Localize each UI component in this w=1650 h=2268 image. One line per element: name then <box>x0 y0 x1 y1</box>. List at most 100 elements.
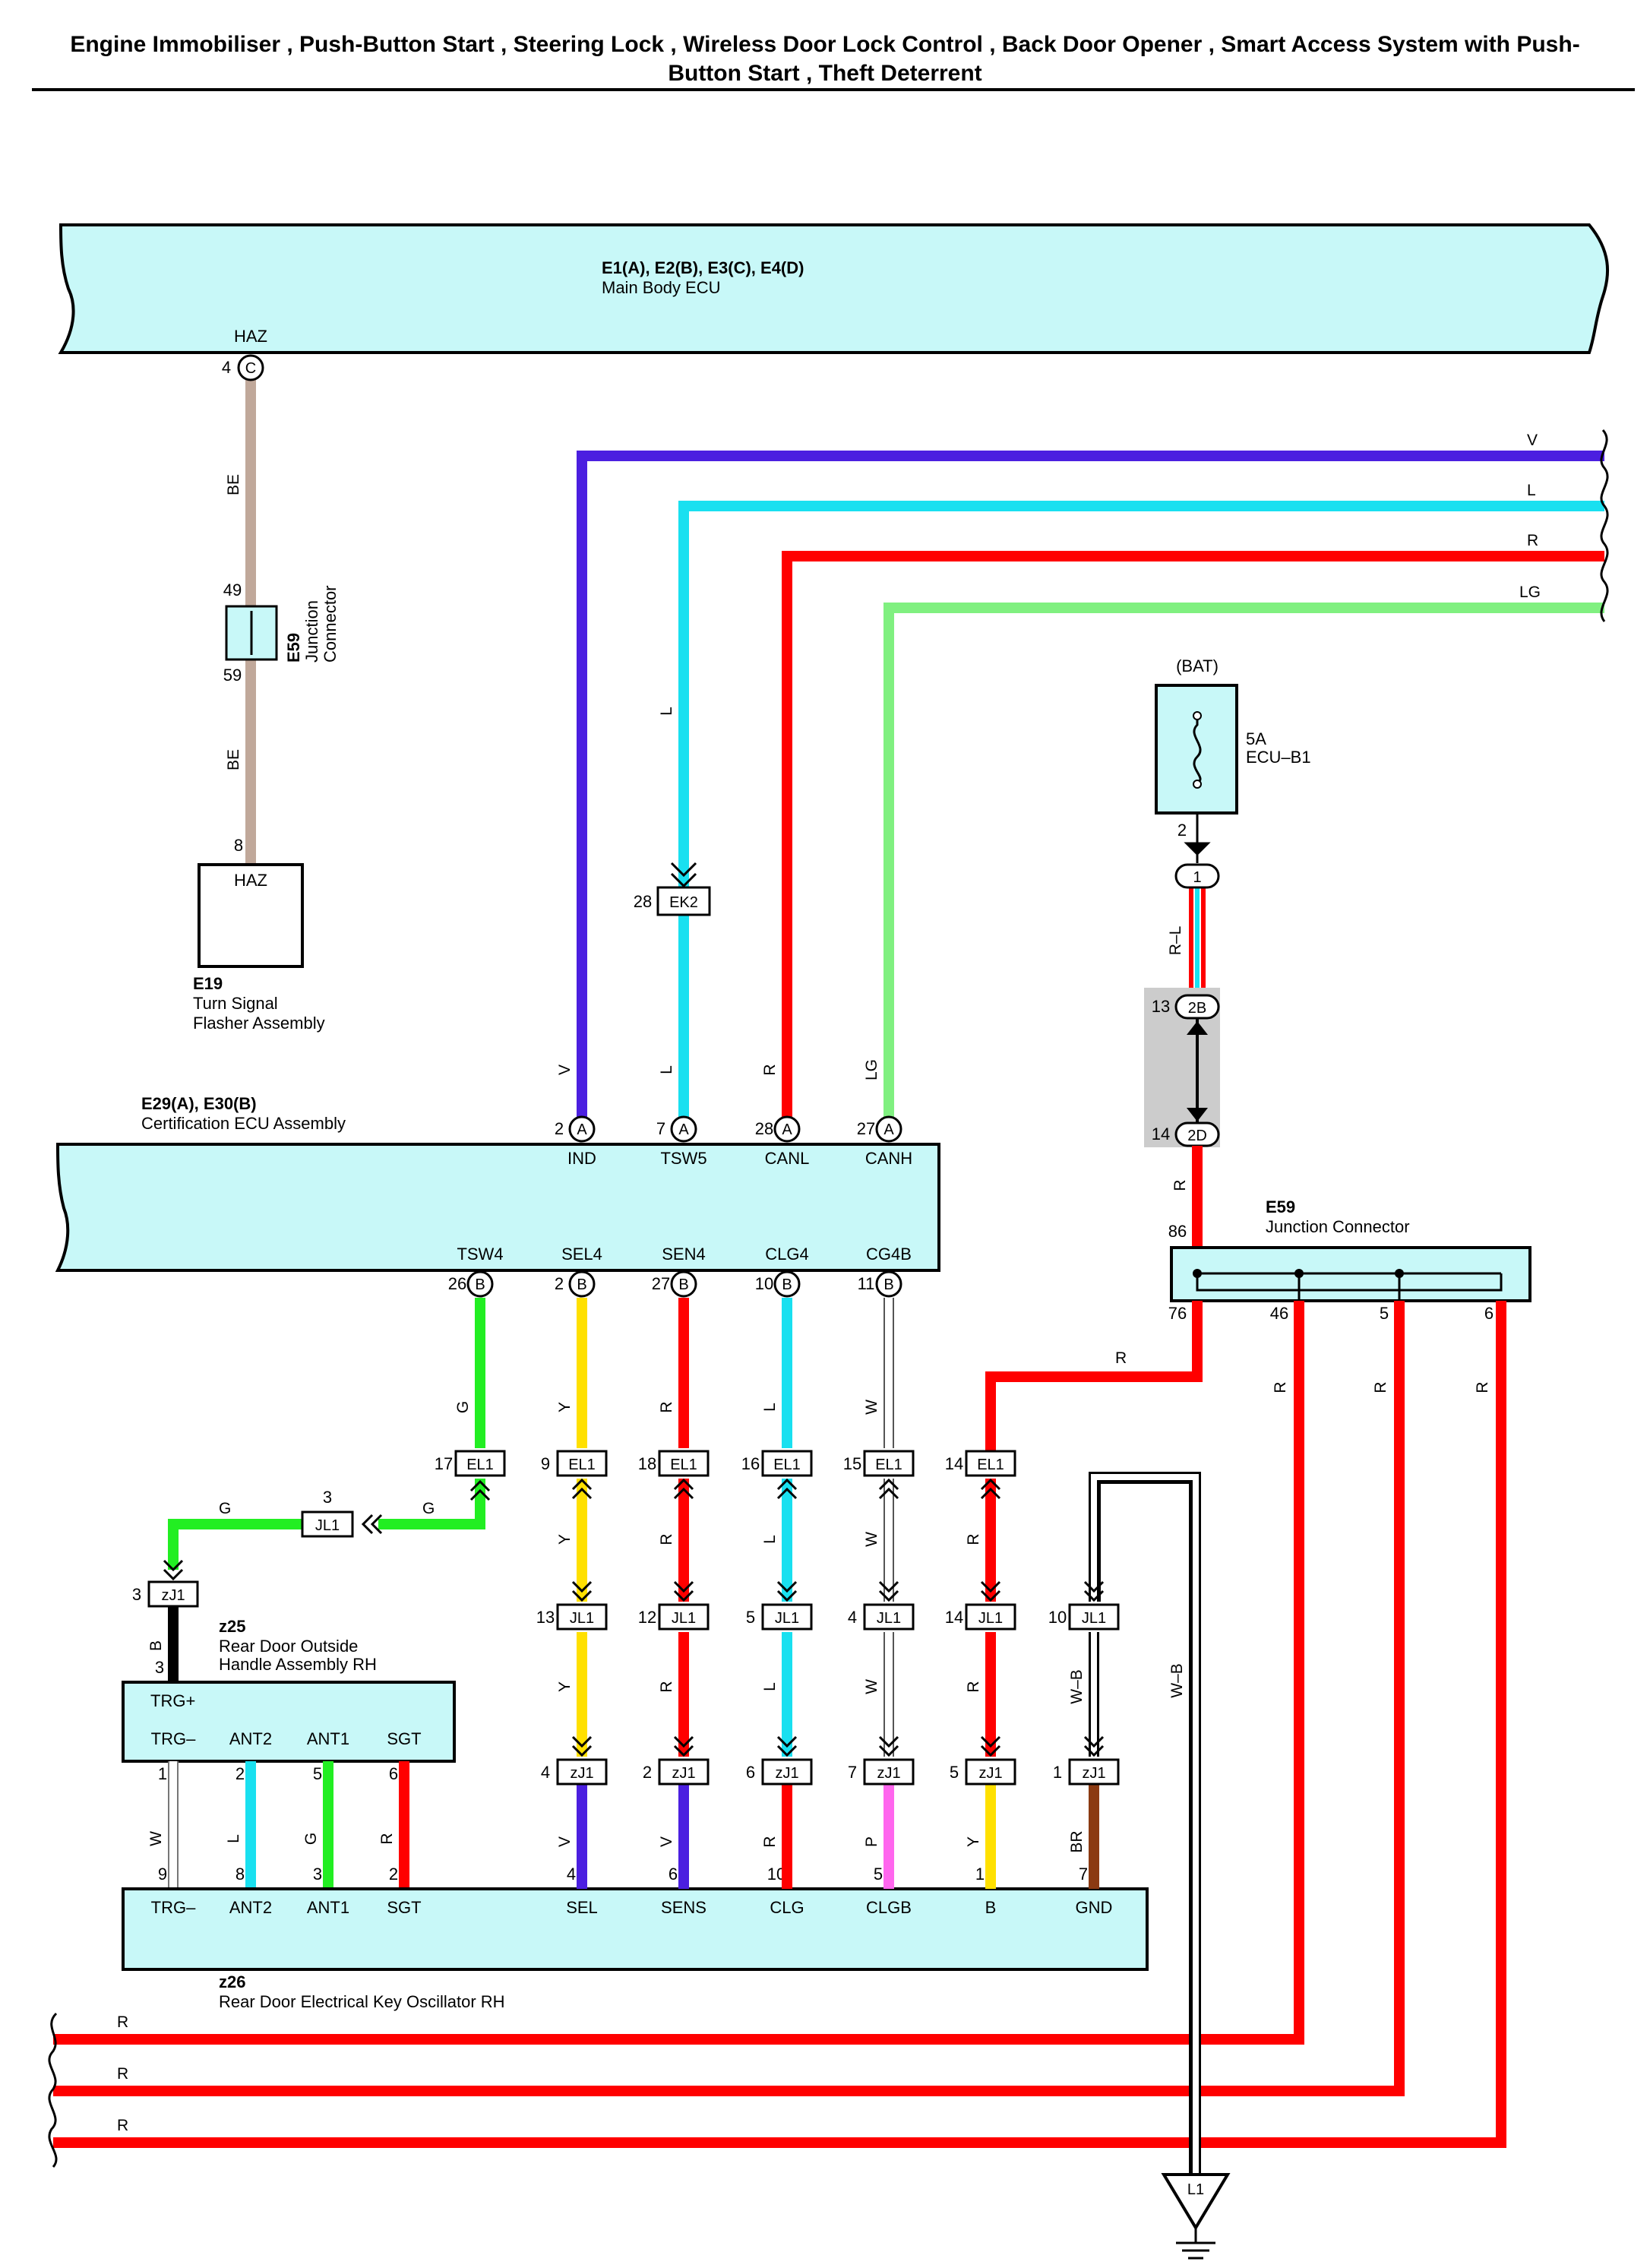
zj1-connector-label: zJ1 <box>570 1765 593 1782</box>
zj1-3-pin: 3 <box>132 1585 141 1604</box>
cert-ecu-top-pin-label: TSW5 <box>660 1149 706 1168</box>
wire-label-el1-jl1: Y <box>556 1534 574 1545</box>
ek2-chevron <box>670 862 697 888</box>
cert-ecu-bottom-pin-num: 2 <box>555 1274 564 1293</box>
jl1-connector-pin: 5 <box>746 1608 755 1627</box>
jl1-g-pin: 3 <box>323 1488 332 1507</box>
wire-label-zj1-z26: P <box>863 1836 880 1847</box>
chevron-up-icon <box>776 1478 798 1500</box>
z26-pin-label: SENS <box>661 1898 706 1917</box>
e59-junction-pin-46: 46 <box>1270 1304 1288 1323</box>
zj1-connector <box>761 1758 813 1786</box>
wire-label-v-cert: V <box>556 1064 574 1075</box>
jl1-connector-label: JL1 <box>672 1610 696 1627</box>
zj1-connector-label: zJ1 <box>877 1765 900 1782</box>
junction-block-arrow-up <box>1187 1021 1208 1035</box>
cert-ecu-bottom-pin-label: CLG4 <box>765 1245 808 1264</box>
main-body-ecu-pin-num: 4 <box>222 358 231 377</box>
wire-label-r-bus-1: R <box>117 2013 128 2031</box>
main-body-ecu-pin-4 <box>237 354 264 381</box>
zj1-connector <box>556 1758 608 1786</box>
wire-label-l-vertical: L <box>658 707 675 716</box>
chevron-down-icon <box>571 1735 593 1757</box>
chevron-down-icon <box>571 1580 593 1602</box>
z25-pin-num: 5 <box>313 1764 322 1783</box>
jl1-g-connector-label: JL1 <box>315 1517 340 1534</box>
el1-connector <box>556 1450 608 1477</box>
z25-name-2: Handle Assembly RH <box>219 1655 377 1674</box>
connector-2b-pin: 13 <box>1152 997 1170 1016</box>
z26-pin-num: 6 <box>669 1865 678 1884</box>
cert-ecu-top-pin-label: IND <box>567 1149 596 1168</box>
jl1-connector-pin: 13 <box>536 1608 555 1627</box>
wire-g-route <box>378 1479 485 1529</box>
jl1-connector-pin: 10 <box>1048 1608 1067 1627</box>
wire-label-r-2d: R <box>1171 1179 1189 1191</box>
jl1-connector-pin: 12 <box>638 1608 656 1627</box>
cert-ecu-bottom-pin-conn: B <box>782 1276 792 1293</box>
wire-r-top <box>782 551 1604 1129</box>
connector-1 <box>1174 863 1220 889</box>
wire-r-e59-46 <box>53 1301 1304 2045</box>
jl1-connector-label: JL1 <box>978 1610 1003 1627</box>
wire-label-jl1-zj1: R <box>965 1681 982 1692</box>
cert-ecu-bottom-pin-num: 27 <box>652 1274 670 1293</box>
el1-connector-label: EL1 <box>670 1457 697 1473</box>
el1-connector-label: EL1 <box>875 1457 902 1473</box>
cert-ecu-code: E29(A), E30(B) <box>141 1094 257 1113</box>
wire-label-z25-z26: R <box>378 1833 396 1844</box>
ek2-pin: 28 <box>634 892 652 911</box>
zj1-connector-pin: 2 <box>643 1763 652 1782</box>
el1-connector-pin: 17 <box>435 1454 453 1473</box>
cert-ecu-bottom-pin-num: 10 <box>755 1274 773 1293</box>
chevron-up-icon <box>571 1478 593 1500</box>
z26-pin-label: CLG <box>770 1898 804 1917</box>
fuse-rating: 5A <box>1246 729 1266 748</box>
wire-label-jl1-zj1: L <box>761 1682 779 1691</box>
wire-label-v-right: V <box>1527 432 1538 449</box>
z25-pin-num: 2 <box>235 1764 245 1783</box>
z26-pin-label: ANT2 <box>229 1898 272 1917</box>
chevron-up-icon <box>673 1478 694 1500</box>
wire-label-cert-el1: L <box>761 1403 779 1412</box>
e59-small-pin-top: 49 <box>223 580 242 599</box>
wire-label-jl1-zj1: W <box>863 1679 880 1694</box>
z25-pin-label: ANT1 <box>307 1729 349 1748</box>
connector-2b <box>1174 994 1220 1020</box>
z26-pin-num: 8 <box>235 1865 245 1884</box>
cert-ecu-bottom-pin-label: SEL4 <box>561 1245 602 1264</box>
el1-connector-pin: 9 <box>541 1454 550 1473</box>
cert-ecu-bottom-pin-label: SEN4 <box>662 1245 705 1264</box>
wire-label-wb-ground: W–B <box>1168 1663 1186 1698</box>
ek2-connector-label: EK2 <box>669 894 698 911</box>
chevron-down-icon <box>776 1735 798 1757</box>
fuse-source: (BAT) <box>1176 656 1219 675</box>
zj1-3-connector-label: zJ1 <box>161 1587 185 1604</box>
zj1-connector-label: zJ1 <box>775 1765 798 1782</box>
chevron-down-icon <box>878 1735 899 1757</box>
cert-ecu-bottom-pin-circle <box>568 1270 596 1298</box>
zj1-connector-pin: 4 <box>541 1763 550 1782</box>
wire-r-e59-6 <box>53 1301 1506 2148</box>
flasher-pin-num: 8 <box>234 836 243 855</box>
jl1-connector <box>1068 1603 1120 1631</box>
flasher-name-2: Flasher Assembly <box>193 1014 325 1033</box>
ek2-connector <box>656 886 711 916</box>
wire-label-g-right: G <box>422 1500 435 1517</box>
cert-ecu-bottom-pin-conn: B <box>577 1276 586 1293</box>
e59-junction-name: Junction Connector <box>1266 1217 1410 1236</box>
wire-label-g-cert: G <box>454 1401 472 1413</box>
cert-ecu-bottom-pin-conn: B <box>678 1276 688 1293</box>
z25-pin-num: 1 <box>158 1764 167 1783</box>
el1-connector-pin: 18 <box>638 1454 656 1473</box>
z25-trg-plus-label: TRG+ <box>150 1691 195 1710</box>
wire-label-rl: R–L <box>1167 926 1184 956</box>
wire-label-be-2: BE <box>225 749 242 770</box>
cert-ecu-bottom-pin-label: CG4B <box>866 1245 912 1264</box>
cert-ecu-top-pin-num: 27 <box>857 1119 875 1138</box>
z25-name-1: Rear Door Outside <box>219 1637 358 1656</box>
chevron-down-icon <box>878 1580 899 1602</box>
zj1-3-chevron <box>163 1559 184 1581</box>
